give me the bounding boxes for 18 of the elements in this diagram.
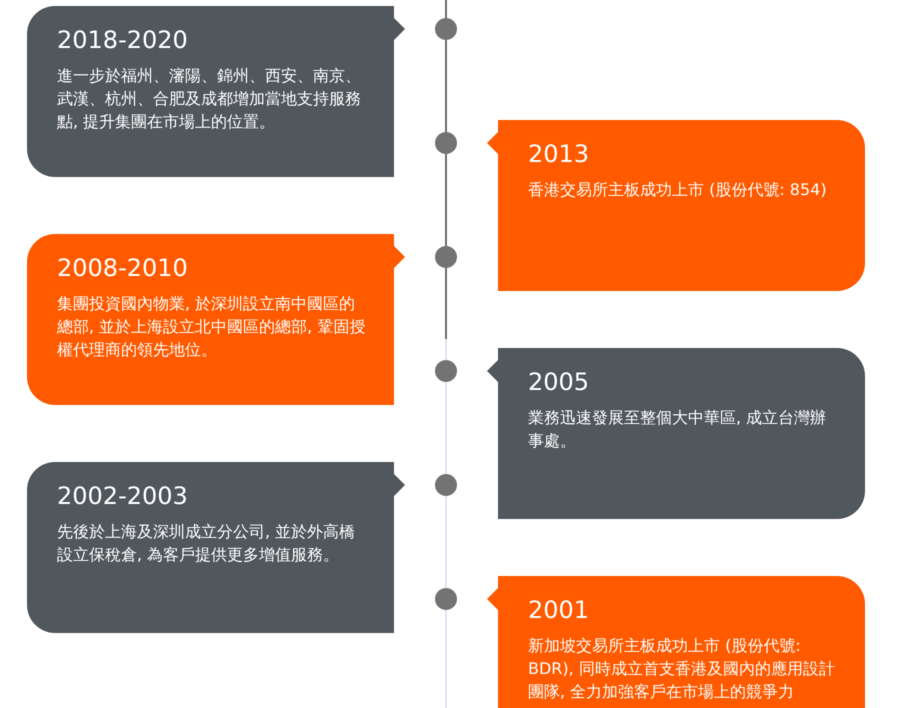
year-heading: 2001 [528, 596, 590, 624]
year-heading: 2013 [528, 140, 590, 168]
timeline-card [487, 576, 865, 708]
year-heading: 2005 [528, 368, 590, 396]
event-description: 香港交易所主板成功上市 (股份代號: 854) [528, 179, 828, 201]
event-description: 進一步於福州、瀋陽、錦州、西安、南京、武漢、杭州、合肥及成都增加當地支持服務點, 提升集團在市場上的位置。 [57, 65, 362, 133]
timeline-card [27, 6, 405, 177]
year-heading: 2002-2003 [57, 482, 188, 510]
year-heading: 2008-2010 [57, 254, 188, 282]
timeline-card [487, 120, 865, 291]
event-description: 先後於上海及深圳成立分公司, 並於外高橋設立保稅倉, 為客戶提供更多增值服務。 [57, 521, 356, 566]
timeline-card [27, 462, 405, 633]
event-description: 集團投資國內物業, 於深圳設立南中國區的總部, 並於上海設立北中國區的總部, 鞏固授權代理商的領先地位。 [57, 293, 366, 361]
event-description: 業務迅速發展至整個大中華區, 成立台灣辦事處。 [528, 407, 828, 452]
timeline-card [27, 234, 405, 405]
event-description: 新加坡交易所主板成功上市 (股份代號: BDR), 同時成立首支香港及國內的應用設計團隊, 全力加強客戶在市場上的競爭力 [528, 635, 836, 703]
year-heading: 2018-2020 [57, 26, 188, 54]
timeline-card [487, 348, 865, 519]
